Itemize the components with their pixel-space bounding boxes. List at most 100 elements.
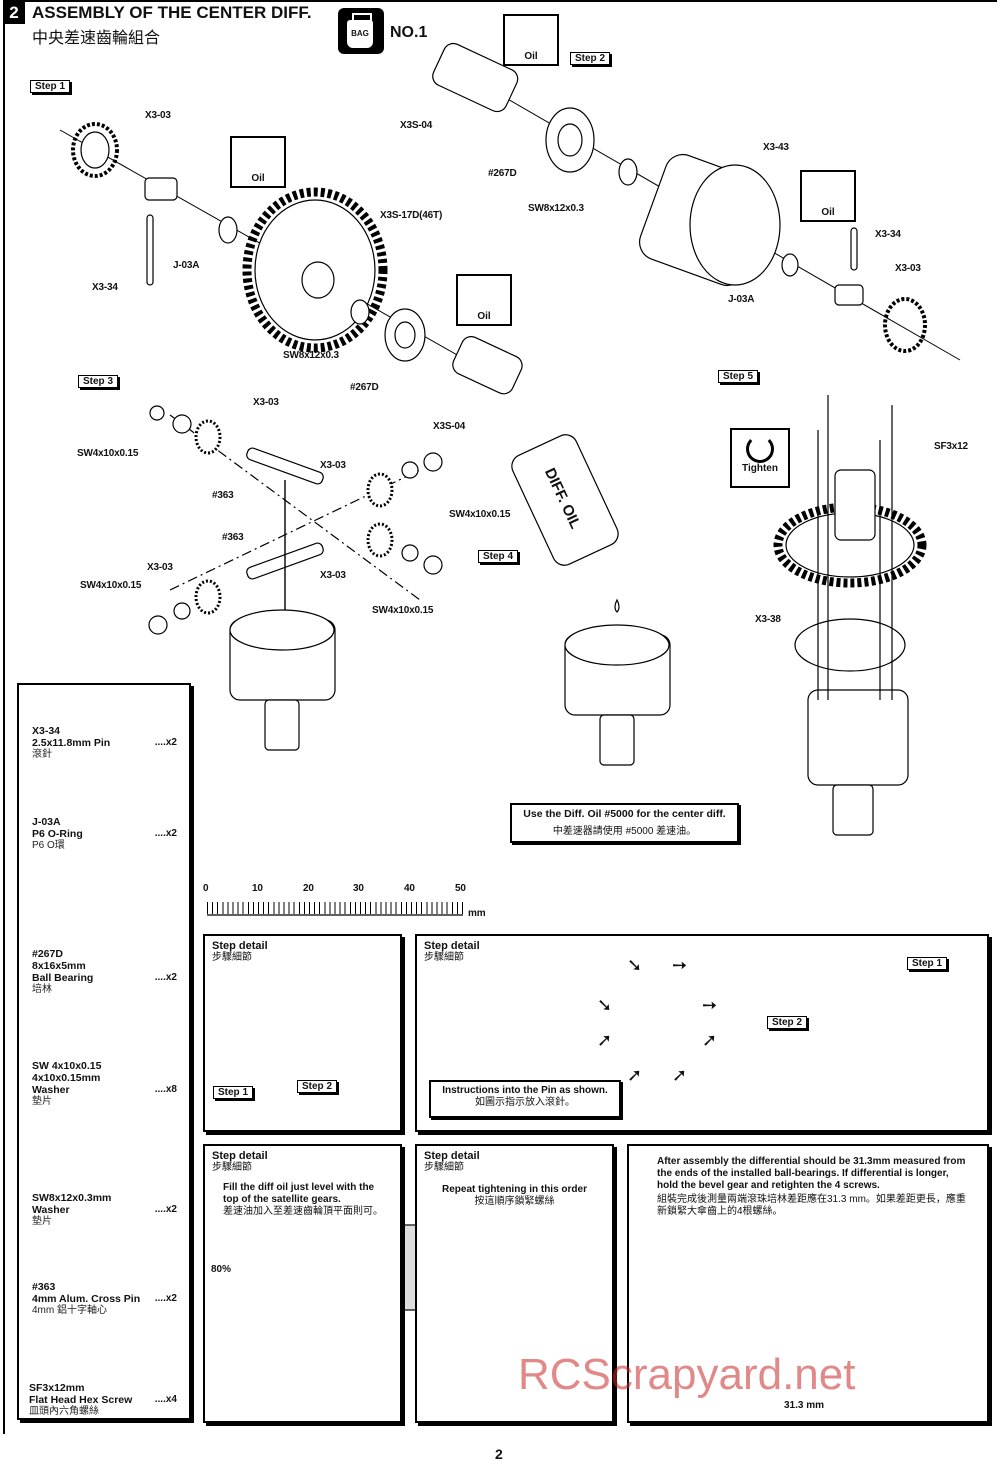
order-marker: 2 bbox=[593, 1326, 599, 1337]
text-label: ....x2 bbox=[154, 972, 177, 983]
text-label: P6 O-Ring bbox=[32, 828, 83, 840]
part-label: #267D bbox=[350, 382, 379, 393]
text-label: Step detail bbox=[212, 940, 268, 952]
part-label: X3-03 bbox=[145, 110, 171, 121]
detail-box-tighten-order: Step detail 步驟細節 Repeat tightening in th… bbox=[415, 1144, 614, 1423]
part-label: SW4x10x0.15 bbox=[80, 580, 142, 591]
part-label: X3S-17D(46T) bbox=[380, 210, 443, 221]
outdrive-top bbox=[432, 42, 519, 113]
text-label: Oil bbox=[821, 207, 835, 218]
part-label: J-03A bbox=[173, 260, 200, 271]
ruler-scale bbox=[207, 902, 463, 914]
part-label: X3-03 bbox=[147, 562, 173, 573]
length-value: 31.3 mm bbox=[784, 1400, 825, 1411]
text-label: 墊片 bbox=[32, 1216, 52, 1227]
text-label: ....x2 bbox=[154, 1293, 177, 1304]
step-5-tag: Step 5 bbox=[718, 370, 759, 383]
part-label: X3-03 bbox=[253, 397, 279, 408]
text-label: Flat Head Hex Screw bbox=[29, 1394, 133, 1406]
detail-box-length: After assembly the differential should b… bbox=[627, 1144, 989, 1423]
text-label: 墊片 bbox=[32, 1096, 52, 1107]
part-label: SF3x12 bbox=[934, 441, 968, 452]
oil-callout: Oil bbox=[456, 274, 512, 326]
text-label: 4x10x0.15mm bbox=[32, 1072, 101, 1084]
part-label: X3-34 bbox=[92, 282, 118, 293]
step-3-tag: Step 3 bbox=[78, 375, 119, 388]
text-label: 滾針 bbox=[32, 749, 52, 760]
text-label: SW8x12x0.3mm bbox=[32, 1192, 112, 1204]
text-label: 4mm 鋁十字軸心 bbox=[32, 1305, 107, 1316]
diff-oil-bottle bbox=[511, 434, 619, 566]
washer bbox=[350, 299, 370, 325]
part-label: #363 bbox=[212, 490, 234, 501]
text-label: 中差速器請使用 #5000 差速油。 bbox=[552, 826, 697, 837]
pin bbox=[146, 214, 154, 286]
part-label: #363 bbox=[222, 532, 244, 543]
rotate-icon bbox=[746, 435, 774, 463]
part-label: SW8x12x0.3 bbox=[528, 203, 584, 214]
text-label: Oil bbox=[524, 51, 538, 62]
text-label: 按這順序鎖緊螺絲 bbox=[474, 1196, 555, 1207]
text-label: Fill the diff oil just level with the to… bbox=[223, 1182, 375, 1205]
text-label: 如圖示指示放入滾針。 bbox=[475, 1097, 575, 1108]
arrows: ➘➙ ➘➙ ➚➚ ➚➚ bbox=[597, 955, 718, 1085]
bag-icon: BAG bbox=[338, 8, 384, 54]
page-title-cn: 中央差速齒輪組合 bbox=[32, 30, 161, 47]
ruler-tick: 40 bbox=[404, 883, 415, 894]
part-label: SW8x12x0.3 bbox=[283, 350, 339, 361]
text-label: Step detail bbox=[424, 1150, 480, 1162]
step-1-tag: Step 1 bbox=[30, 80, 71, 93]
text-label: 4mm Alum. Cross Pin bbox=[32, 1293, 141, 1305]
text-label: 步驟細節 bbox=[212, 1162, 252, 1173]
part-label: SW4x10x0.15 bbox=[372, 605, 434, 616]
part-label: #267D bbox=[488, 168, 517, 179]
text-label: 差速油加入至差速齒輪頂平面則可。 bbox=[223, 1206, 383, 1217]
ruler-tick: 50 bbox=[455, 883, 466, 894]
text-label: 步驟細節 bbox=[424, 1162, 464, 1173]
text-label: 皿頭內六角螺絲 bbox=[29, 1406, 99, 1417]
page-number: 2 bbox=[495, 1446, 503, 1462]
oil-callout: Oil bbox=[503, 14, 559, 66]
j03a-coupler bbox=[144, 177, 178, 201]
step-2-tag: Step 2 bbox=[297, 1080, 338, 1093]
step-4-tag: Step 4 bbox=[478, 550, 519, 563]
step-2-tag: Step 2 bbox=[570, 52, 611, 65]
text-label: Use the Diff. Oil #5000 for the center d… bbox=[523, 808, 726, 820]
ruler-tick: 10 bbox=[252, 883, 263, 894]
part-label: X3S-04 bbox=[400, 120, 433, 131]
order-marker: 3 bbox=[593, 1237, 599, 1248]
text-label: Tighten bbox=[742, 463, 778, 474]
ruler-tick: 0 bbox=[203, 883, 209, 894]
text-label: 2.5x11.8mm Pin bbox=[32, 737, 111, 749]
detail-box-gear-pin: Step detail 步驟細節 Step 1 Step 2 bbox=[203, 934, 402, 1132]
detail-box-oil-level: Step detail 步驟細節 Fill the diff oil just … bbox=[203, 1144, 402, 1423]
text-label: Washer bbox=[32, 1204, 70, 1216]
text-label: Step detail bbox=[424, 940, 480, 952]
text-label: Instructions into the Pin as shown. bbox=[442, 1085, 608, 1096]
part-label: X3-38 bbox=[755, 614, 781, 625]
text-label: Step detail bbox=[212, 1150, 268, 1162]
text-label: Repeat tightening in this order bbox=[441, 1184, 587, 1195]
page-border bbox=[3, 0, 997, 1434]
bevel-gear bbox=[71, 122, 119, 178]
step-2-tag: Step 2 bbox=[767, 1016, 808, 1029]
part-label: SW4x10x0.15 bbox=[449, 509, 511, 520]
text-label: SW 4x10x0.15 bbox=[32, 1060, 102, 1072]
text-label: #267D bbox=[32, 948, 63, 960]
text-label: Ball Bearing bbox=[32, 972, 94, 984]
text-label: Oil bbox=[251, 173, 265, 184]
part-label: X3-03 bbox=[895, 263, 921, 274]
text-label: J-03A bbox=[32, 816, 61, 828]
part-label: X3-03 bbox=[320, 460, 346, 471]
oil-note: Use the Diff. Oil #5000 for the center d… bbox=[510, 803, 739, 843]
section-number: 2 bbox=[3, 2, 25, 24]
fill-percent: 80% bbox=[211, 1264, 232, 1275]
text-label: ....x8 bbox=[154, 1084, 177, 1095]
page-title: ASSEMBLY OF THE CENTER DIFF. bbox=[32, 3, 312, 22]
